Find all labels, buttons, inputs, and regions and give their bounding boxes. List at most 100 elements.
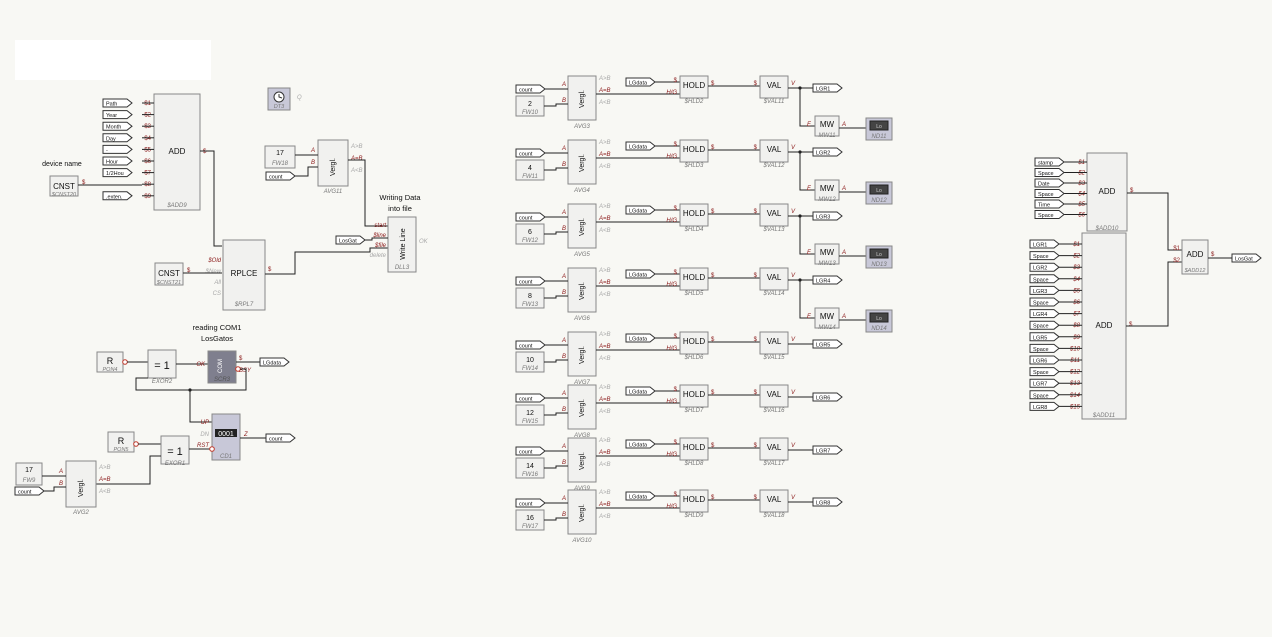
add9-input-tag[interactable] [102,98,133,108]
ch8-lgdata-tag[interactable] [625,491,656,501]
ch6-hold-block[interactable] [679,384,709,408]
add11-input-tag[interactable] [1029,297,1060,307]
ch1-mw-block[interactable] [814,115,840,137]
add10-input-tag[interactable] [1034,210,1065,219]
ch8-count-tag[interactable] [515,498,546,508]
count-tag[interactable] [265,433,296,443]
add11-input-tag[interactable] [1029,251,1060,261]
ch4-val-block[interactable] [759,267,789,291]
ch4-count-tag[interactable] [515,276,546,286]
cnst20-block[interactable] [49,175,79,197]
add11-input-tag[interactable] [1029,390,1060,400]
ch3-val-block[interactable] [759,203,789,227]
exor2-block[interactable] [147,349,177,379]
add11-input-tag[interactable] [1029,367,1060,377]
scr3-block[interactable] [207,350,237,384]
ch3-count-tag[interactable] [515,212,546,222]
ch3-hold-block[interactable] [679,203,709,227]
ch8-hold-block[interactable] [679,489,709,513]
pon5-block[interactable] [107,431,135,453]
ch5-hold-block[interactable] [679,331,709,355]
ch1-hold-block[interactable] [679,75,709,99]
rplce-block[interactable] [222,239,266,311]
lgdata-tag[interactable] [259,357,290,367]
add11-input-tag[interactable] [1029,309,1060,319]
add11-input-tag[interactable] [1029,355,1060,365]
avg11-block[interactable] [317,139,349,187]
ch6-lgr-tag[interactable] [812,392,843,402]
add11-input-tag[interactable] [1029,343,1060,353]
ch2-mw-block[interactable] [814,179,840,201]
ch5-lgr-tag[interactable] [812,339,843,349]
ch6-count-tag[interactable] [515,393,546,403]
exor1-block[interactable] [160,435,190,465]
ch4-mw-block[interactable] [814,307,840,329]
ch4-hold-block[interactable] [679,267,709,291]
ch1-val-block[interactable] [759,75,789,99]
add11-input-tag[interactable] [1029,320,1060,330]
add10-input-tag[interactable] [1034,199,1065,209]
avg2-const-block[interactable] [15,462,43,486]
add9-input-tag[interactable] [102,133,133,143]
ch5-count-tag[interactable] [515,340,546,350]
ch5-val-block[interactable] [759,331,789,355]
writeline-losgat-tag[interactable] [335,235,366,245]
add10-input-tag[interactable] [1034,168,1065,177]
add11-input-tag[interactable] [1029,239,1060,249]
avg2-block[interactable] [65,460,97,508]
avg11-count-tag[interactable] [265,171,296,181]
add10-input-tag[interactable] [1034,157,1065,167]
ch5-lgdata-tag[interactable] [625,333,656,343]
ch6-vergl-block[interactable] [567,384,597,430]
ch5-vergl-block[interactable] [567,331,597,377]
avg11-const-block[interactable] [264,145,296,169]
ch3-mw-block[interactable] [814,243,840,265]
ch7-lgdata-tag[interactable] [625,439,656,449]
ch2-lgr-tag[interactable] [812,147,843,157]
add12-losgat-tag[interactable] [1231,253,1262,263]
ch7-count-tag[interactable] [515,446,546,456]
ch2-hold-block[interactable] [679,139,709,163]
ch2-count-tag[interactable] [515,148,546,158]
ch2-vergl-block[interactable] [567,139,597,185]
add10-input-tag[interactable] [1034,189,1065,198]
ch8-vergl-block[interactable] [567,489,597,535]
avg2-count-tag[interactable] [14,486,45,496]
ch2-val-block[interactable] [759,139,789,163]
ch6-val-block[interactable] [759,384,789,408]
cnst21-block[interactable] [154,262,184,286]
add9-input-tag[interactable] [102,168,133,178]
ch4-vergl-block[interactable] [567,267,597,313]
ch1-lgr-tag[interactable] [812,83,843,93]
add11-input-tag[interactable] [1029,332,1060,342]
add12-block[interactable] [1181,239,1209,275]
ch8-val-block[interactable] [759,489,789,513]
add9-input-tag[interactable] [102,156,133,166]
add11-input-tag[interactable] [1029,401,1060,411]
ch2-lgdata-tag[interactable] [625,141,656,151]
ch4-lgr-tag[interactable] [812,275,843,285]
add11-input-tag[interactable] [1029,274,1060,284]
ch3-lgr-tag[interactable] [812,211,843,221]
add11-input-tag[interactable] [1029,262,1060,272]
add9-input-tag[interactable] [102,144,133,154]
ch3-vergl-block[interactable] [567,203,597,249]
ch7-vergl-block[interactable] [567,437,597,483]
add10-block[interactable] [1086,152,1128,232]
ch1-count-tag[interactable] [515,84,546,94]
writeline-block[interactable] [387,216,417,273]
ch7-lgr-tag[interactable] [812,445,843,455]
ch7-val-block[interactable] [759,437,789,461]
ch8-lgr-tag[interactable] [812,497,843,507]
ch1-vergl-block[interactable] [567,75,597,121]
ch6-lgdata-tag[interactable] [625,386,656,396]
add9-input-tag[interactable] [102,191,133,201]
ch7-hold-block[interactable] [679,437,709,461]
ch3-lgdata-tag[interactable] [625,205,656,215]
add9-input-tag[interactable] [102,121,133,131]
add11-input-tag[interactable] [1029,378,1060,388]
add9-block[interactable] [153,93,201,211]
add9-input-tag[interactable] [102,110,133,120]
add10-input-tag[interactable] [1034,178,1065,188]
ch4-lgdata-tag[interactable] [625,269,656,279]
